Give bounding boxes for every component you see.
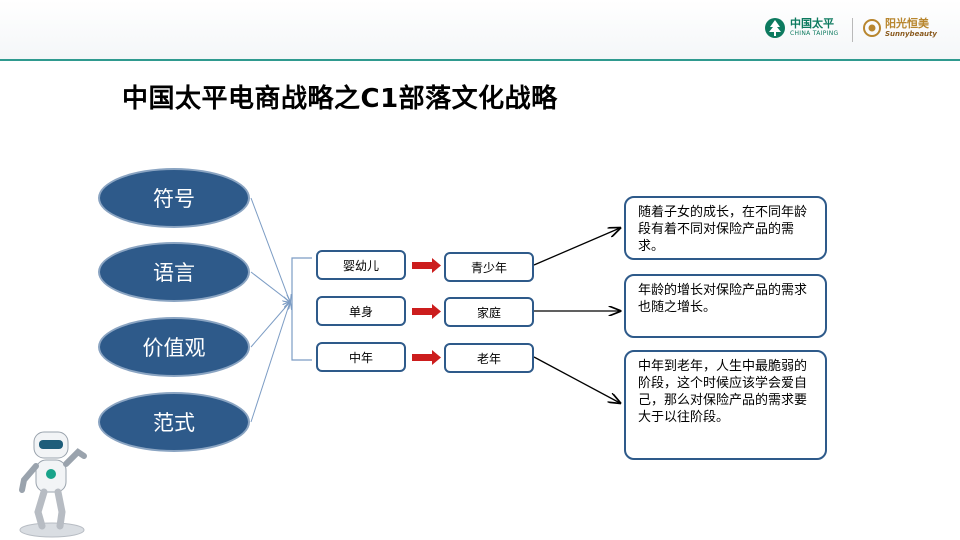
red-stage-arrows (412, 258, 441, 365)
tree-emblem-icon (765, 18, 785, 38)
sun-emblem-icon (863, 19, 881, 37)
pillar-values: 价值观 (98, 317, 250, 377)
note-growth: 随着子女的成长，在不同年龄段有着不同对保险产品的需求。 (624, 196, 827, 260)
logo-secondary-subtitle: Sunnybeauty (885, 29, 937, 38)
header-bar (0, 0, 960, 60)
stage-from-infant: 婴幼儿 (316, 250, 406, 280)
pillar-paradigm: 范式 (98, 392, 250, 452)
stage-to-old-age: 老年 (444, 343, 534, 373)
logo-primary-subtitle: CHINA TAIPING (790, 30, 839, 37)
header-divider (0, 59, 960, 61)
stage-from-middle-age: 中年 (316, 342, 406, 372)
note-middle-to-old: 中年到老年，人生中最脆弱的阶段，这个时候应该学会爱自己，那么对保险产品的需求要大… (624, 350, 827, 460)
logo-separator (852, 18, 853, 42)
stage-from-single: 单身 (316, 296, 406, 326)
robot-mascot-icon (19, 431, 87, 538)
stage-bracket (291, 257, 312, 361)
logo-primary-name: 中国太平 (790, 17, 834, 30)
logo-secondary-name: 阳光恒美 (885, 16, 929, 30)
sunny-beauty-logo: 阳光恒美 Sunnybeauty (862, 16, 937, 40)
note-age-increase: 年龄的增长对保险产品的需求也随之增长。 (624, 274, 827, 338)
stage-to-family: 家庭 (444, 297, 534, 327)
pillar-language: 语言 (98, 242, 250, 302)
pillar-symbol: 符号 (98, 168, 250, 228)
slide-title: 中国太平电商战略之C1部落文化战略 (122, 84, 558, 114)
note-arrows (533, 228, 620, 403)
pillar-connectors (250, 197, 290, 423)
stage-to-youth: 青少年 (444, 252, 534, 282)
china-taiping-logo: 中国太平 CHINA TAIPING (764, 16, 838, 40)
